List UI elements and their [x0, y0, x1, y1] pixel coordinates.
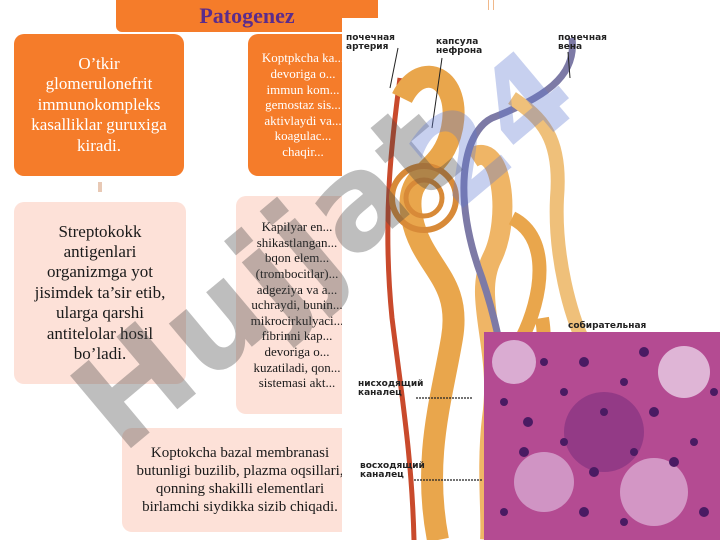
histology-image	[484, 332, 720, 540]
slide-title: Patogenez	[199, 3, 295, 28]
box-capillary-wall-text: Koptpkcha ka... devoriga o... immun kom.…	[261, 50, 345, 159]
label-renal-vein: почечная вена	[558, 33, 607, 53]
box-streptococcus: Streptokokk antigenlari organizmga yot j…	[14, 202, 186, 384]
label-nephron-capsule: капсула нефрона	[436, 37, 483, 57]
artery-vessel	[385, 77, 417, 541]
label-pointer-capsule	[431, 57, 443, 129]
box-immunocomplex-text: O’tkir glomerulonefrit immunokompleks ka…	[31, 54, 167, 155]
box-endothelium-damage: Kapilyar en... shikastlangan... bqon ele…	[236, 196, 360, 414]
collecting-duct	[508, 92, 589, 342]
label-renal-artery: почечная артерия	[346, 33, 395, 53]
title-banner: Patogenez	[116, 0, 378, 32]
connector-1	[98, 182, 102, 192]
label-pointer-artery	[389, 47, 399, 89]
glomerulus-coil	[389, 163, 459, 233]
box-endothelium-damage-text: Kapilyar en... shikastlangan... bqon ele…	[250, 219, 344, 391]
label-pointer-vein	[567, 51, 571, 79]
box-streptococcus-text: Streptokokk antigenlari organizmga yot j…	[34, 221, 166, 363]
box-immunocomplex: O’tkir glomerulonefrit immunokompleks ka…	[14, 34, 184, 176]
label-collecting-duct: собирательная	[568, 321, 647, 331]
box-capillary-wall: Koptpkcha ka... devoriga o... immun kom.…	[248, 34, 360, 176]
histology-cells	[484, 332, 720, 540]
glomerulus-inner	[403, 177, 445, 219]
box-basal-membrane-text: Koptokcha bazal membranasi butunligi buz…	[136, 445, 344, 515]
box-basal-membrane: Koptokcha bazal membranasi butunligi buz…	[122, 428, 358, 532]
label-descending-tubule: нисходящий каналец	[358, 379, 424, 399]
slide-top-mark	[488, 0, 494, 10]
label-ascending-tubule: восходящий каналец	[360, 461, 425, 481]
